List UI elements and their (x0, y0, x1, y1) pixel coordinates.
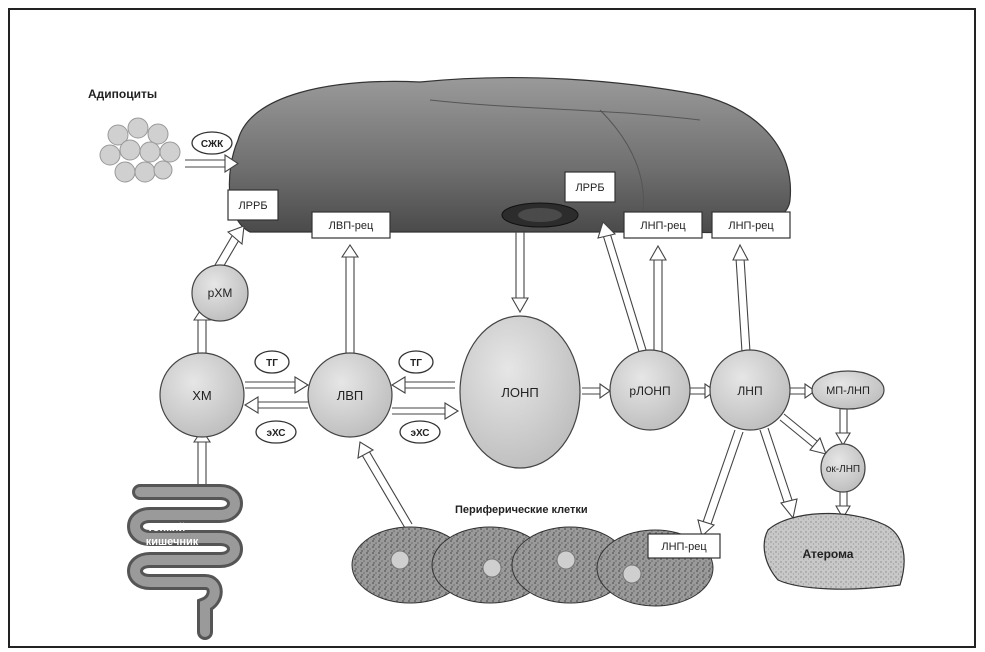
small-intestine-label-line2: кишечник (146, 536, 199, 548)
small-intestine (135, 492, 235, 632)
rchm-label: рХМ (208, 286, 233, 300)
ffa-label: СЖК (201, 139, 224, 150)
tg-label-1: ТГ (266, 358, 278, 369)
small-intestine-label-line1: Тонкий (147, 522, 185, 534)
hdl-label: ЛВП (337, 388, 364, 403)
ldl-receptor-2-label: ЛНП-рец (728, 220, 774, 232)
ldl-receptor-1-label: ЛНП-рец (640, 220, 686, 232)
ech-label-1: эХС (266, 428, 285, 439)
ox-ldl-label: ок-ЛНП (826, 464, 860, 475)
liver (229, 78, 790, 233)
chm-label: ХМ (192, 388, 212, 403)
ldl-label: ЛНП (737, 384, 762, 398)
peripheral-cells-label: Периферические клетки (455, 504, 588, 516)
ech-label-2: эХС (410, 428, 429, 439)
adipocyte-cluster (100, 118, 180, 182)
lrrb-left-label: ЛРРБ (238, 200, 267, 212)
idl-receptor-label: ЛВП-рец (329, 220, 374, 232)
atheroma-label: Атерома (803, 547, 854, 561)
tg-label-2: ТГ (410, 358, 422, 369)
rvldl-label: рЛОНП (629, 384, 670, 398)
mp-ldl-label: МП-ЛНП (826, 385, 870, 397)
vldl-label: ЛОНП (501, 385, 538, 400)
lrrb-right-label: ЛРРБ (575, 182, 604, 194)
adipocytes-label: Адипоциты (88, 87, 157, 101)
ldl-receptor-periph-label: ЛНП-рец (661, 541, 707, 553)
